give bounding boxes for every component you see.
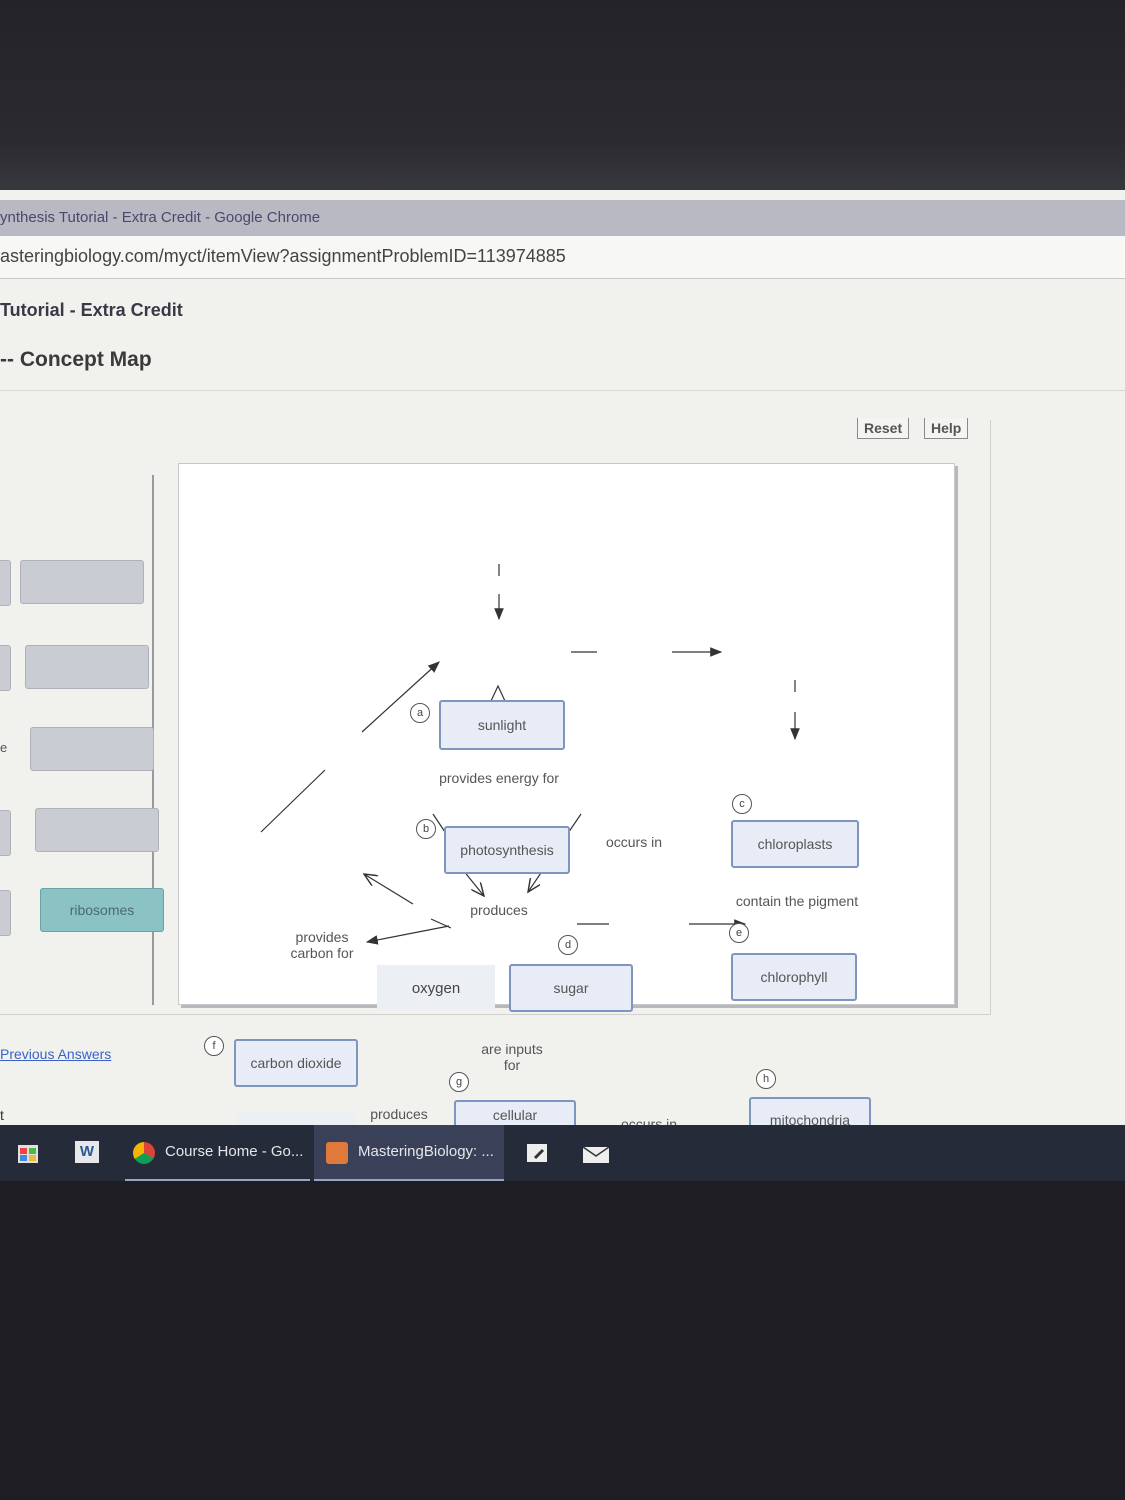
window-titlebar: ynthesis Tutorial - Extra Credit - Googl… [0, 200, 1125, 236]
label-bank: e ribosomes [0, 475, 164, 1005]
node-cellular-respiration-line1: cellular [492, 1107, 538, 1123]
bank-slot-empty[interactable] [35, 808, 159, 852]
bank-label-ribosomes[interactable]: ribosomes [40, 888, 164, 932]
node-photosynthesis[interactable]: photosynthesis [444, 826, 570, 874]
link-produces-2: produces [370, 1106, 428, 1122]
bank-slot-empty[interactable] [30, 727, 154, 771]
node-carbon-dioxide[interactable]: carbon dioxide [234, 1039, 358, 1087]
notes-icon[interactable] [525, 1125, 551, 1179]
marker-h: h [756, 1069, 776, 1089]
node-sugar[interactable]: sugar [509, 964, 633, 1012]
link-are-inputs-for-line2: for [503, 1057, 521, 1073]
bank-slot-edge[interactable] [0, 890, 11, 936]
bank-slot-empty[interactable] [25, 645, 149, 689]
bank-slot-edge[interactable] [0, 560, 11, 606]
reset-button[interactable]: Reset [857, 418, 910, 439]
link-are-inputs-for: are inputs for [473, 1041, 551, 1073]
connector-lines [260, 564, 800, 945]
taskbar-mastering-biology[interactable]: MasteringBiology: ... [314, 1125, 504, 1181]
store-icon[interactable] [14, 1125, 44, 1179]
activity-frame [0, 420, 991, 1015]
link-provides-carbon-for-line2: carbon for [290, 945, 354, 961]
link-contain-the-pigment: contain the pigment [735, 893, 859, 909]
concept-map-canvas: a b c d e f g h sunlight photosynthesis … [178, 463, 955, 1154]
bank-edge-letter: e [0, 740, 8, 755]
marker-c: c [732, 794, 752, 814]
chrome-icon [133, 1142, 155, 1164]
address-bar[interactable]: asteringbiology.com/myct/itemView?assign… [0, 236, 1125, 279]
node-oxygen[interactable]: oxygen [377, 965, 495, 1011]
link-provides-carbon-for: provides carbon for [283, 929, 361, 961]
window-title: ynthesis Tutorial - Extra Credit - Googl… [0, 209, 321, 226]
link-produces: produces [470, 902, 528, 918]
text-fragment: t [0, 1107, 4, 1123]
link-provides-carbon-for-line1: provides [295, 929, 349, 945]
node-sunlight[interactable]: sunlight [439, 700, 565, 750]
link-provides-energy-for: provides energy for [439, 770, 559, 786]
help-button[interactable]: Help [924, 418, 969, 439]
link-are-inputs-for-line1: are inputs [481, 1041, 543, 1057]
link-occurs-in-chloroplasts: occurs in [605, 834, 663, 850]
node-chloroplasts[interactable]: chloroplasts [731, 820, 859, 868]
taskbar-chrome-course-home[interactable]: Course Home - Go... [125, 1125, 310, 1181]
mastering-icon [326, 1142, 348, 1164]
bank-slot-edge[interactable] [0, 810, 11, 856]
marker-b: b [416, 819, 436, 839]
marker-f: f [204, 1036, 224, 1056]
monitor-bezel-bottom [0, 1181, 1125, 1500]
previous-answers-link[interactable]: Previous Answers [0, 1046, 112, 1062]
bank-slot-edge[interactable] [0, 645, 11, 691]
marker-d: d [558, 935, 578, 955]
page-title: Tutorial - Extra Credit [0, 300, 183, 320]
word-icon[interactable]: W [75, 1125, 105, 1179]
marker-e: e [729, 923, 749, 943]
screen: ynthesis Tutorial - Extra Credit - Googl… [0, 190, 1125, 1190]
marker-a: a [410, 703, 430, 723]
taskbar: W Course Home - Go... MasteringBiology: … [0, 1125, 1125, 1181]
monitor-bezel [0, 0, 1125, 200]
marker-g: g [449, 1072, 469, 1092]
url-text[interactable]: asteringbiology.com/myct/itemView?assign… [0, 246, 566, 266]
node-chlorophyll[interactable]: chlorophyll [731, 953, 857, 1001]
mail-icon[interactable] [580, 1125, 612, 1179]
divider [0, 390, 1125, 391]
part-title: -- Concept Map [0, 348, 152, 371]
bank-slot-empty[interactable] [20, 560, 144, 604]
